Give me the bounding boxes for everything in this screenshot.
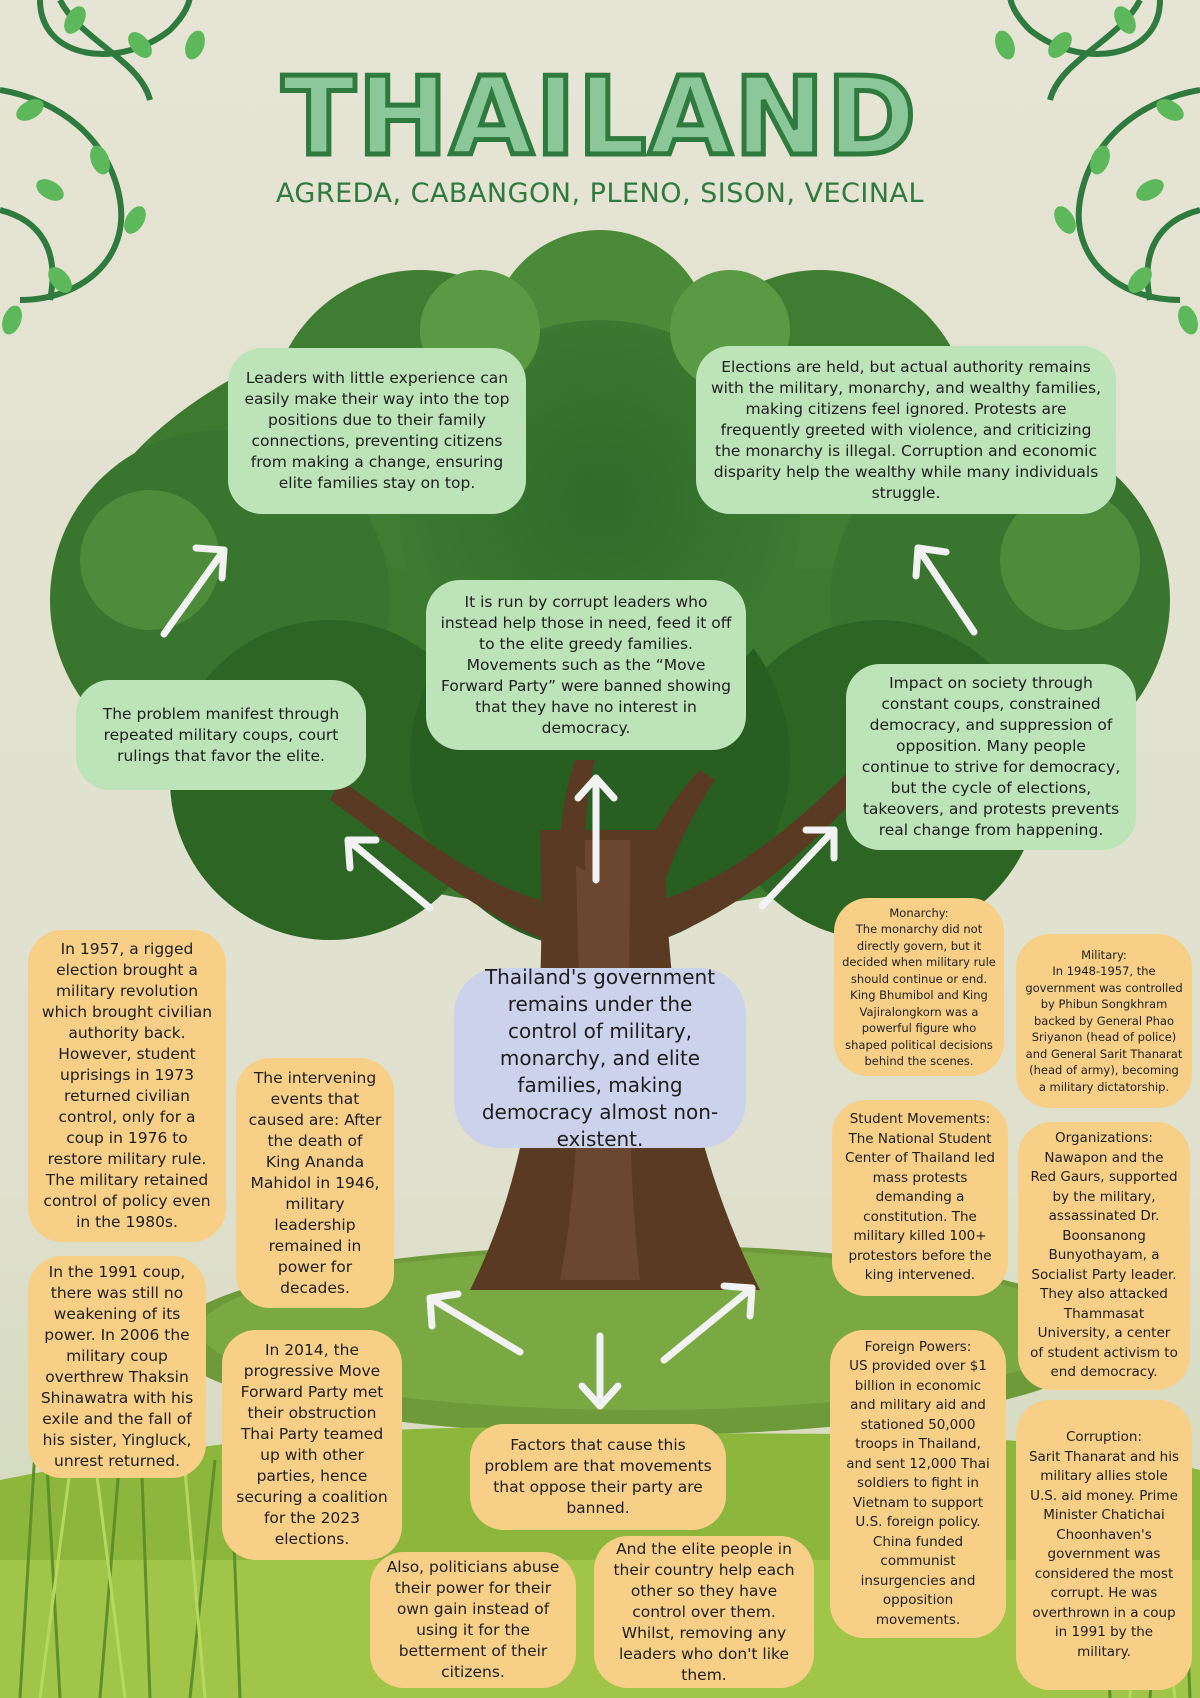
events-2014-box: In 2014, the progressive Move Forward Pa… [222,1330,402,1560]
arrow-to-corrupt-leaders [574,774,618,884]
coup-1991-box: In the 1991 coup, there was still no wea… [28,1256,206,1478]
vine-leaves-left [2,6,205,335]
arrow-to-factors [578,1332,622,1410]
arrow-to-problem [344,836,434,912]
central-statement-text: Thailand's government remains under the … [481,964,719,1151]
organizations-text: Organizations: Nawapon and the Red Gaurs… [1030,1130,1178,1381]
problem-text: The problem manifest through repeated mi… [102,704,340,765]
arrow-to-leaders [160,544,228,638]
events-1957-text: In 1957, a rigged election brought a mil… [41,940,213,1231]
intervening-events-text: The intervening events that caused are: … [248,1068,382,1297]
page-title: THAILAND [279,55,919,180]
events-1957-box: In 1957, a rigged election brought a mil… [28,930,226,1242]
arrow-to-student-movements [660,1282,756,1364]
arrow-to-elections [912,544,978,636]
elections-box: Elections are held, but actual authority… [696,346,1116,514]
military-box: Military: In 1948-1957, the government w… [1016,934,1192,1108]
military-text: Military: In 1948-1957, the government w… [1025,947,1183,1094]
elite-help-text: And the elite people in their country he… [613,1539,795,1684]
arrow-to-intervening [426,1290,524,1356]
student-movements-box: Student Movements: The National Student … [832,1100,1008,1296]
impact-box: Impact on society through constant coups… [846,664,1136,850]
author-names: AGREDA, CABANGON, PLENO, SISON, VECINAL [275,178,925,209]
leaders-text: Leaders with little experience can easil… [244,369,510,492]
corrupt-leaders-text: It is run by corrupt leaders who instead… [440,592,732,737]
arrow-to-impact [758,826,838,910]
organizations-box: Organizations: Nawapon and the Red Gaurs… [1018,1122,1190,1390]
student-movements-text: Student Movements: The National Student … [845,1111,995,1284]
corruption-text: Corruption: Sarit Thanarat and his milit… [1028,1429,1180,1660]
monarchy-text: Monarchy: The monarchy did not directly … [842,905,996,1069]
factors-text: Factors that cause this problem are that… [484,1436,712,1517]
coup-1991-text: In the 1991 coup, there was still no wea… [40,1263,194,1470]
politicians-abuse-box: Also, politicians abuse their power for … [370,1552,576,1688]
elections-text: Elections are held, but actual authority… [710,357,1102,502]
central-statement-box: Thailand's government remains under the … [454,965,746,1151]
factors-box: Factors that cause this problem are that… [470,1424,726,1530]
politicians-abuse-text: Also, politicians abuse their power for … [386,1558,560,1681]
foreign-powers-text: Foreign Powers: US provided over $1 bill… [846,1338,990,1628]
monarchy-box: Monarchy: The monarchy did not directly … [834,898,1004,1076]
intervening-events-box: The intervening events that caused are: … [236,1058,394,1308]
corrupt-leaders-box: It is run by corrupt leaders who instead… [426,580,746,750]
corruption-box: Corruption: Sarit Thanarat and his milit… [1016,1400,1192,1690]
vine-leaves-right [995,6,1198,335]
events-2014-text: In 2014, the progressive Move Forward Pa… [236,1341,388,1548]
leaders-box: Leaders with little experience can easil… [228,348,526,514]
foreign-powers-box: Foreign Powers: US provided over $1 bill… [830,1330,1006,1638]
elite-help-box: And the elite people in their country he… [594,1536,814,1688]
problem-box: The problem manifest through repeated mi… [76,680,366,790]
impact-text: Impact on society through constant coups… [861,674,1121,839]
